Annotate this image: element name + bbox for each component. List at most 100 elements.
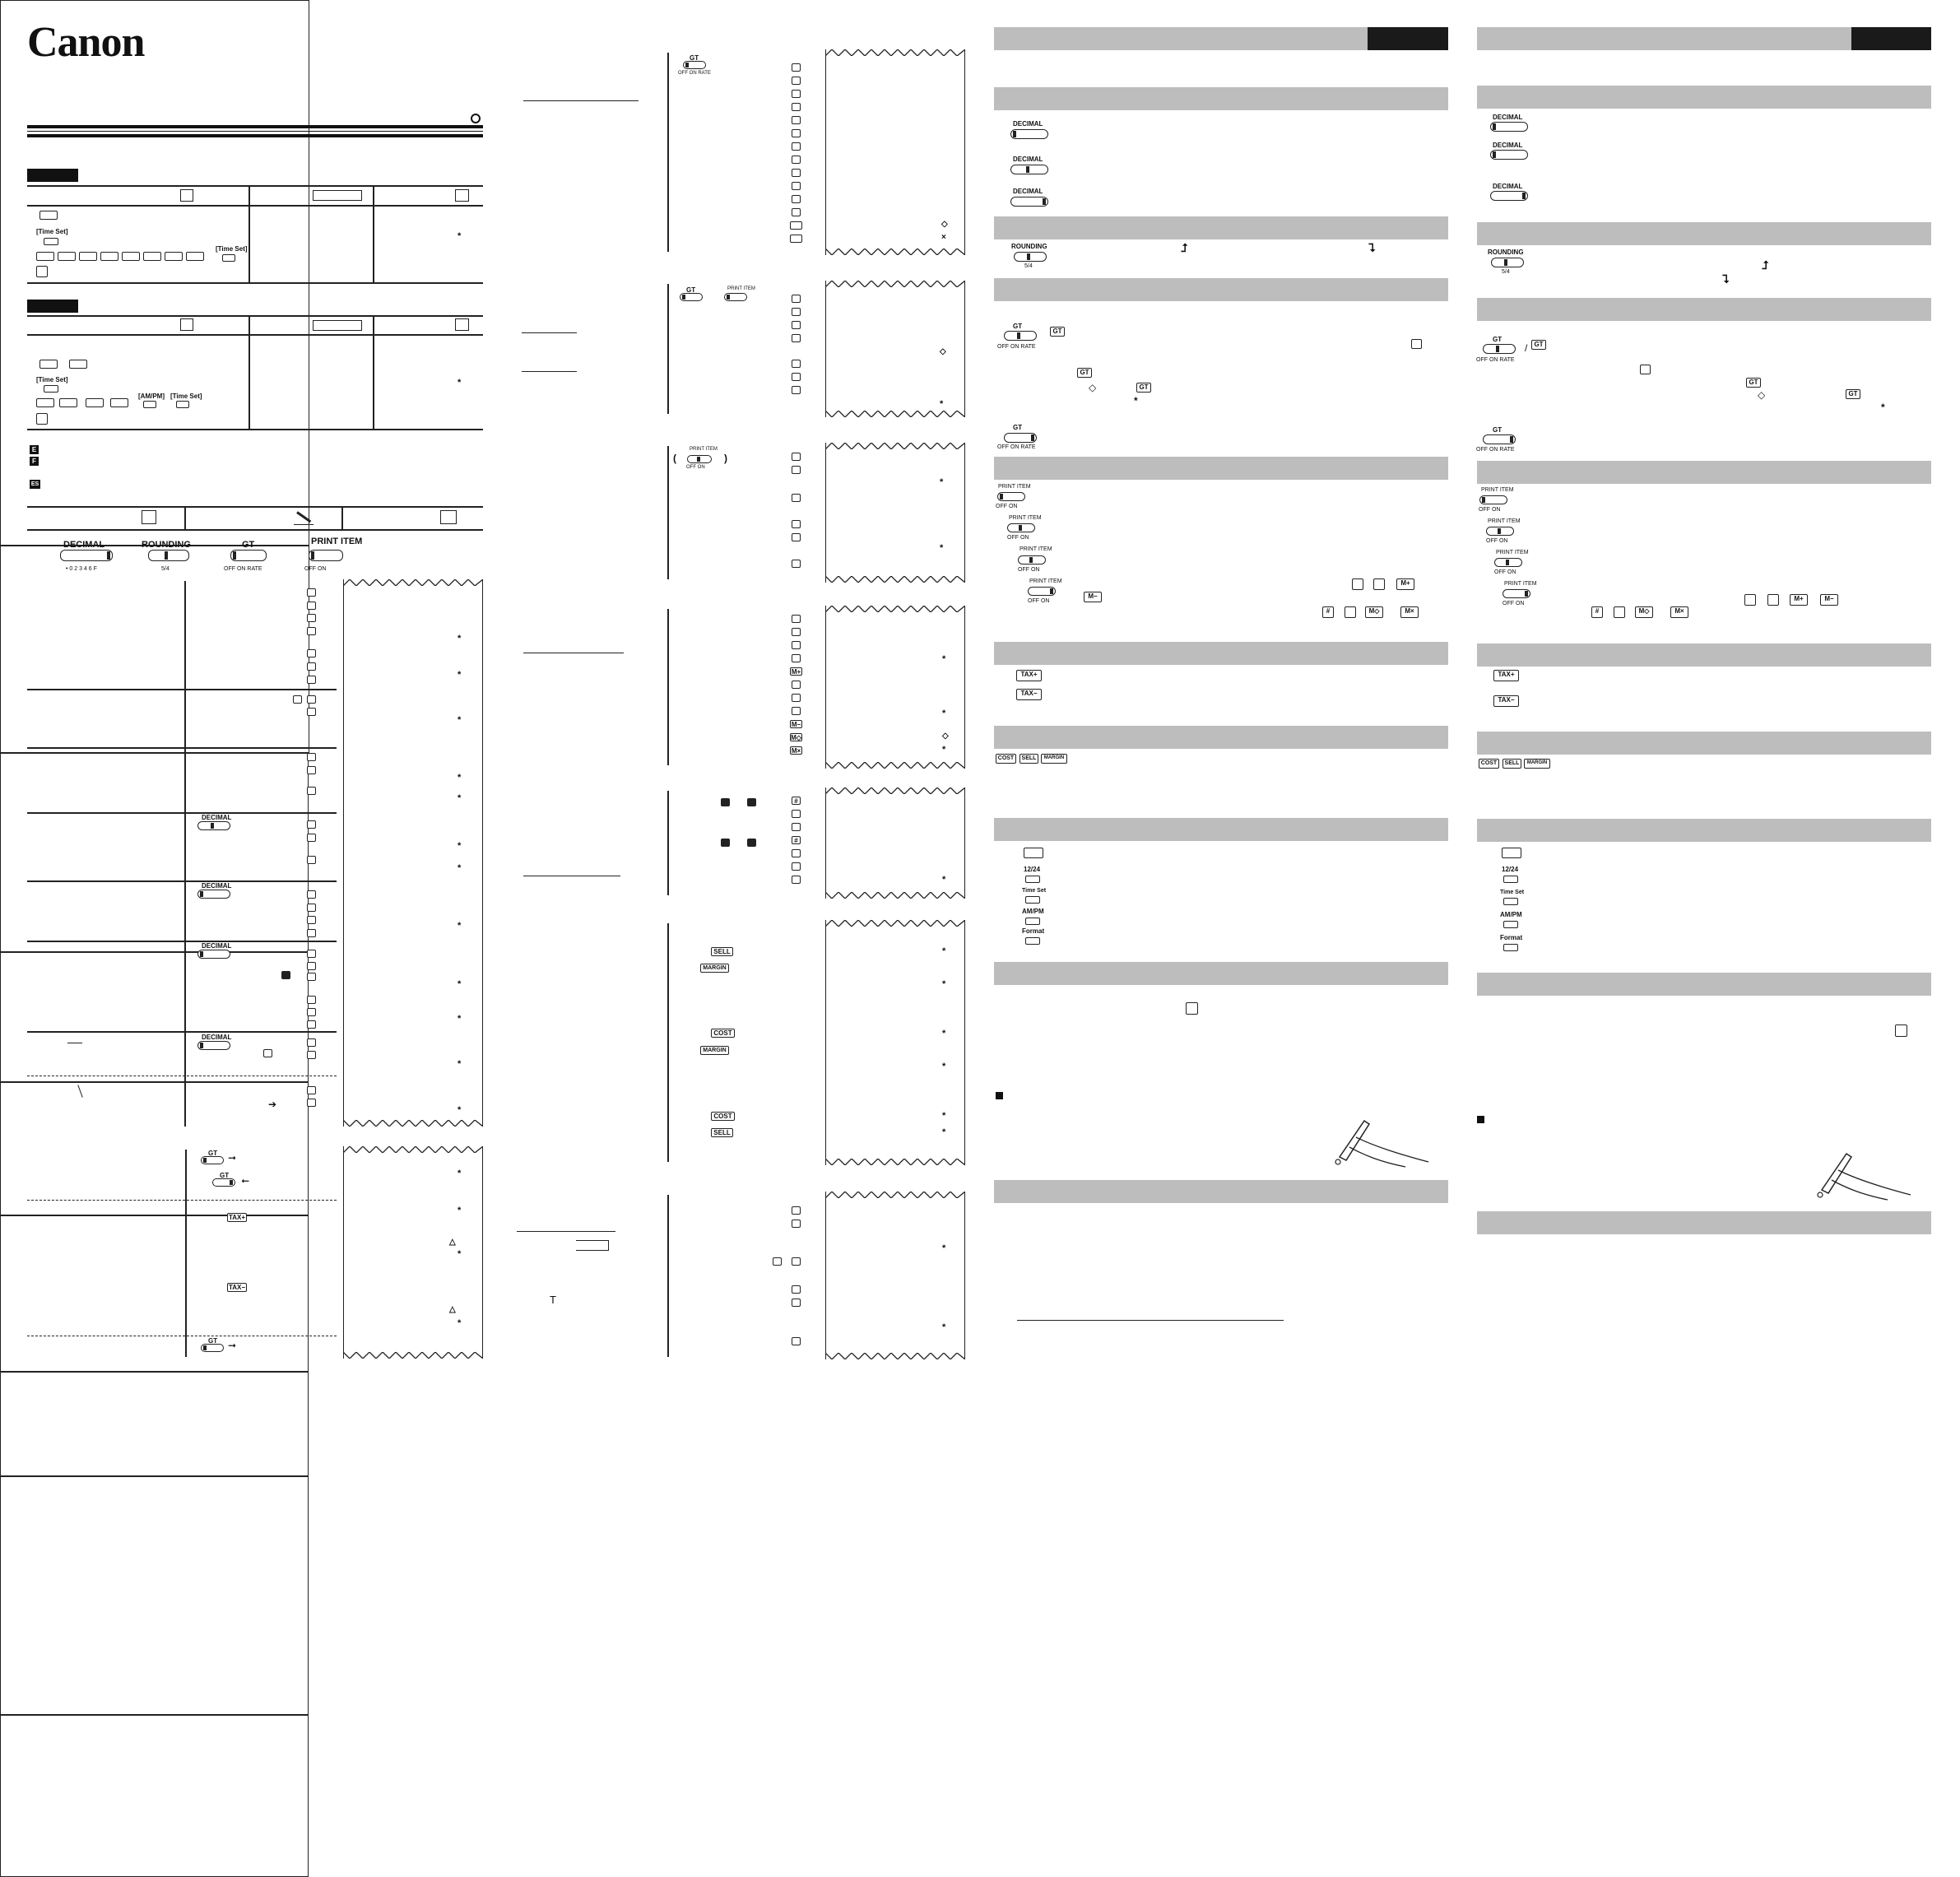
cost-key[interactable]: COST xyxy=(1479,759,1499,769)
equals-key[interactable] xyxy=(307,627,316,635)
plus-key[interactable] xyxy=(792,628,801,636)
plus-key[interactable] xyxy=(792,862,801,871)
digit-key-3[interactable] xyxy=(86,398,104,407)
gt-key[interactable]: GT xyxy=(1077,368,1092,378)
minus-key[interactable] xyxy=(307,588,316,597)
print-item-switch[interactable] xyxy=(1479,495,1507,504)
equals-key[interactable] xyxy=(307,1099,316,1107)
equals-key[interactable] xyxy=(307,708,316,716)
memory-plus-key[interactable]: M+ xyxy=(790,667,802,676)
format-key[interactable] xyxy=(1025,937,1040,945)
plus-key[interactable] xyxy=(307,649,316,657)
add-mode-key[interactable] xyxy=(721,839,730,847)
time-set-key[interactable] xyxy=(44,385,58,393)
subtotal-key[interactable] xyxy=(792,334,801,342)
rounding-switch[interactable] xyxy=(148,550,189,561)
plus-key[interactable] xyxy=(307,1008,316,1016)
multiply-key[interactable] xyxy=(307,962,316,970)
total-key[interactable] xyxy=(792,386,801,394)
total-key[interactable] xyxy=(307,676,316,684)
sell-key[interactable]: SELL xyxy=(1503,759,1521,769)
percent-key[interactable] xyxy=(293,695,302,704)
multiply-key[interactable] xyxy=(307,1038,316,1047)
gt-switch[interactable] xyxy=(201,1344,224,1352)
plus-key[interactable] xyxy=(792,182,801,190)
am-pm-key[interactable] xyxy=(1025,918,1040,925)
decimal-switch[interactable] xyxy=(197,950,230,959)
minus-key[interactable] xyxy=(307,662,316,671)
digit-key-4[interactable] xyxy=(100,252,118,261)
plus-key[interactable] xyxy=(792,169,801,177)
memory-minus-key[interactable]: M− xyxy=(1084,592,1102,602)
plus-key[interactable] xyxy=(792,641,801,649)
am-pm-key[interactable] xyxy=(1503,921,1518,928)
minus-key[interactable] xyxy=(307,916,316,924)
gt-key[interactable]: GT xyxy=(1531,340,1546,350)
total-key[interactable] xyxy=(792,707,801,715)
total-key[interactable] xyxy=(1345,606,1356,618)
multiply-key[interactable] xyxy=(307,1086,316,1094)
decimal-switch[interactable] xyxy=(1490,191,1528,201)
total-key[interactable] xyxy=(792,156,801,164)
minus-key[interactable] xyxy=(792,360,801,368)
blank-key[interactable] xyxy=(1352,578,1363,590)
plus-key[interactable] xyxy=(792,295,801,303)
multiply-key[interactable] xyxy=(792,520,801,528)
plus-key[interactable] xyxy=(792,77,801,85)
multiply-key[interactable] xyxy=(792,453,801,461)
digit-key-1[interactable] xyxy=(36,398,54,407)
clear-key[interactable] xyxy=(1186,1002,1198,1015)
equals-key[interactable] xyxy=(307,766,316,774)
gt-key[interactable]: GT xyxy=(1846,389,1860,399)
plus-key[interactable] xyxy=(307,904,316,912)
total-key[interactable] xyxy=(1640,365,1651,374)
gt-switch[interactable] xyxy=(683,61,706,69)
plus-key[interactable] xyxy=(307,602,316,610)
decimal-switch[interactable] xyxy=(197,1041,230,1050)
decimal-switch[interactable] xyxy=(1010,165,1048,174)
gt-switch[interactable] xyxy=(1483,344,1516,354)
tax-minus-key[interactable]: TAX− xyxy=(1493,695,1519,707)
blank-key[interactable] xyxy=(1767,594,1779,606)
format-key[interactable] xyxy=(1503,944,1518,951)
multiply-key[interactable] xyxy=(307,614,316,622)
equals-key[interactable] xyxy=(307,973,316,981)
plus-key[interactable] xyxy=(307,996,316,1004)
plus-key[interactable] xyxy=(792,823,801,831)
cost-key[interactable]: COST xyxy=(711,1112,735,1121)
clock-key[interactable] xyxy=(1024,848,1043,858)
total-key[interactable] xyxy=(307,929,316,937)
divide-key[interactable] xyxy=(307,820,316,829)
memory-clear-key[interactable]: M× xyxy=(1400,606,1419,618)
tax-plus-key[interactable]: TAX+ xyxy=(1493,670,1519,681)
plus-key[interactable] xyxy=(307,890,316,899)
digit-key-3[interactable] xyxy=(79,252,97,261)
print-item-switch[interactable] xyxy=(1486,527,1514,536)
clock-key-2[interactable] xyxy=(69,360,87,369)
total-key[interactable] xyxy=(792,876,801,884)
non-add-key[interactable]: # xyxy=(792,836,801,844)
digit-key-4[interactable] xyxy=(110,398,128,407)
clear-key[interactable] xyxy=(36,266,48,277)
equals-key[interactable] xyxy=(792,1220,801,1228)
plus-key[interactable] xyxy=(792,90,801,98)
plus-key[interactable] xyxy=(792,129,801,137)
percent-key[interactable] xyxy=(792,533,801,541)
plus-key[interactable] xyxy=(792,681,801,689)
memory-clear-key[interactable]: M× xyxy=(790,746,802,755)
tax-minus-key[interactable]: TAX− xyxy=(227,1283,247,1292)
equals-key[interactable] xyxy=(307,834,316,842)
equals-key[interactable] xyxy=(307,787,316,795)
plus-key[interactable] xyxy=(792,142,801,151)
memory-recall-key[interactable]: M◇ xyxy=(1365,606,1383,618)
time-set-key[interactable] xyxy=(1025,896,1040,904)
multiply-key[interactable] xyxy=(307,695,316,704)
clock-key[interactable] xyxy=(1502,848,1521,858)
print-item-switch[interactable] xyxy=(1007,523,1035,532)
plus-key[interactable] xyxy=(792,373,801,381)
digit-key-2[interactable] xyxy=(58,252,76,261)
margin-key[interactable]: MARGIN xyxy=(700,964,729,973)
total-key[interactable] xyxy=(1411,339,1422,349)
add-mode-key[interactable] xyxy=(721,798,730,806)
print-item-switch[interactable] xyxy=(997,492,1025,501)
